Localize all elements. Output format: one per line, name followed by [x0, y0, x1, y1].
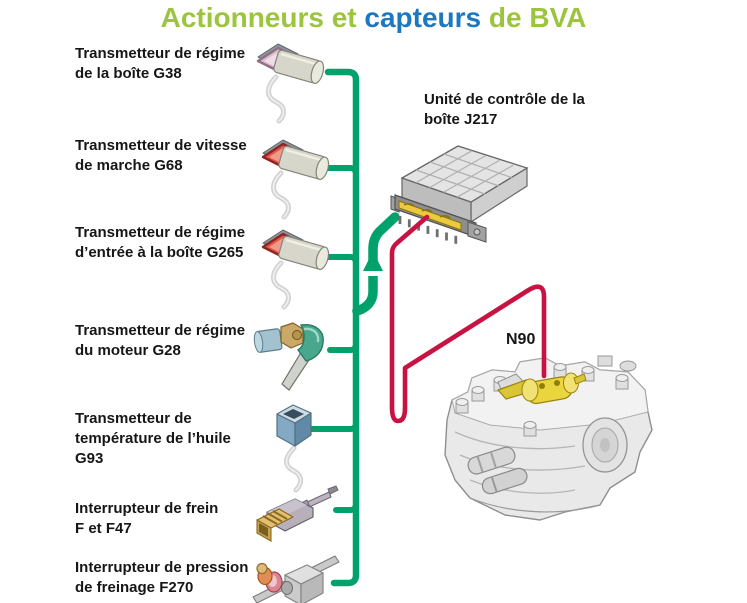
- sensor-label-f270: Interrupteur de pression de freinage F27…: [75, 559, 249, 596]
- n90-actuator-icon: [497, 372, 587, 405]
- sensor-label-g38: Transmetteur de régime de la boîte G38: [75, 45, 246, 82]
- sensor-wire-harness: [309, 68, 400, 587]
- page-title: Actionneurs et capteurs de BVA: [0, 2, 747, 34]
- title-part-actionneurs: Actionneurs et: [160, 2, 357, 33]
- sensor-label-g265: Transmetteur de régime d’entrée à la boî…: [75, 224, 246, 261]
- engine-speed-sensor-g28-icon: [253, 322, 324, 391]
- brake-switch-f-f47-icon: [256, 485, 339, 542]
- brake-pressure-switch-f270-icon: [252, 555, 340, 603]
- title-part-capteurs: capteurs: [364, 2, 482, 33]
- sensor-label-g28: Transmetteur de régime du moteur G28: [75, 322, 246, 359]
- arrow-gap: [364, 271, 382, 276]
- actuator-label: N90: [506, 331, 536, 348]
- control-unit-illustration: [390, 145, 529, 244]
- control-unit-label: Unité de contrôle de la boîte J217: [424, 91, 585, 128]
- sensor-label-g93: Transmetteur de température de l’huile G…: [75, 410, 231, 467]
- sensor-label-f: Interrupteur de frein F et F47: [75, 500, 219, 537]
- oil-temperature-sensor-g93-icon: [276, 404, 312, 493]
- actuator-wire: [389, 214, 547, 424]
- title-part-bva: de BVA: [488, 2, 587, 33]
- signal-direction-arrow-icon: [363, 251, 383, 271]
- sensor-label-g68: Transmetteur de vitesse de marche G68: [75, 137, 247, 174]
